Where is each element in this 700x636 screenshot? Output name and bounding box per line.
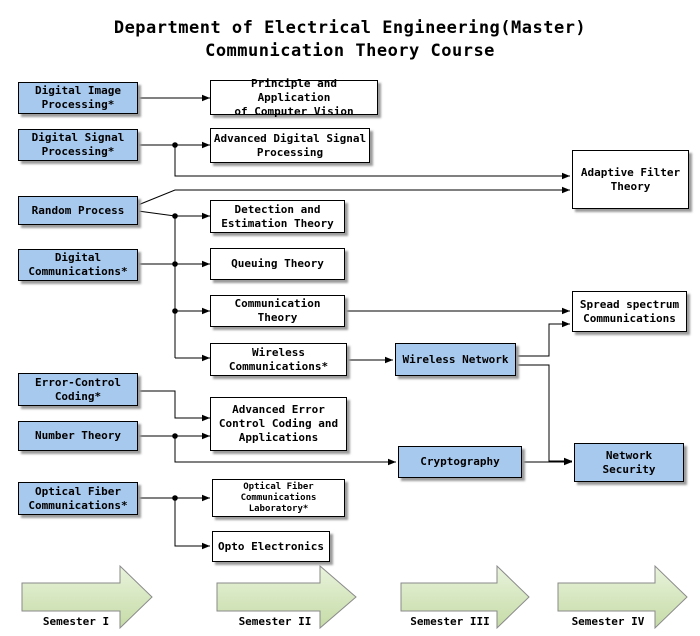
connector-ecc-to-adv-ecc bbox=[138, 390, 210, 422]
semester-arrow-2 bbox=[216, 564, 357, 630]
box-random-process: Random Process bbox=[18, 196, 138, 225]
junction-dot bbox=[172, 142, 178, 148]
box-digital-communications: Digital Communications* bbox=[18, 249, 138, 281]
connector-network-to-spread bbox=[516, 320, 570, 357]
connector-optical-to-opto bbox=[174, 498, 210, 550]
box-digital-image-processing: Digital Image Processing* bbox=[18, 82, 138, 114]
connector-dsp-to-adaptive bbox=[174, 145, 570, 180]
box-adaptive-filter: Adaptive Filter Theory bbox=[572, 150, 689, 209]
semester-arrow-4 bbox=[557, 564, 688, 630]
junction-dot bbox=[172, 308, 178, 314]
semester-label-4: Semester IV bbox=[571, 615, 645, 628]
box-optical-fiber-communications: Optical Fiber Communications* bbox=[18, 482, 138, 515]
box-computer-vision: Principle and Application of Computer Vi… bbox=[210, 77, 378, 118]
connector-random-to-bus bbox=[137, 210, 176, 217]
junction-dot bbox=[172, 261, 178, 267]
box-optical-fiber-lab: Optical Fiber Communications Laboratory* bbox=[212, 479, 345, 517]
box-error-control-coding: Error-Control Coding* bbox=[18, 373, 138, 406]
connector-random-to-adaptive bbox=[137, 186, 570, 206]
junction-dot bbox=[172, 433, 178, 439]
box-opto-electronics: Opto Electronics bbox=[212, 531, 330, 562]
box-advanced-dsp: Advanced Digital Signal Processing bbox=[210, 128, 370, 163]
semester-label-3: Semester III bbox=[410, 615, 490, 628]
box-wireless-communications: Wireless Communications* bbox=[210, 343, 347, 376]
box-spread-spectrum: Spread spectrum Communications bbox=[572, 291, 687, 332]
connector-network-to-security bbox=[516, 364, 572, 465]
box-network-security: Network Security bbox=[574, 443, 684, 482]
diagram-title: Department of Electrical Engineering(Mas… bbox=[113, 18, 587, 38]
box-wireless-network: Wireless Network bbox=[395, 343, 516, 376]
box-queuing-theory: Queuing Theory bbox=[210, 248, 345, 280]
box-digital-signal-processing: Digital Signal Processing* bbox=[18, 129, 138, 161]
box-advanced-error-control: Advanced Error Control Coding and Applic… bbox=[210, 397, 347, 451]
semester-arrow-1 bbox=[21, 564, 153, 630]
semester-label-2: Semester II bbox=[238, 615, 312, 628]
box-communication-theory: Communication Theory bbox=[210, 295, 345, 327]
connector-number-to-crypto bbox=[174, 436, 396, 466]
diagram-subtitle: Communication Theory Course bbox=[205, 41, 495, 61]
box-cryptography: Cryptography bbox=[398, 446, 522, 478]
semester-label-1: Semester I bbox=[42, 615, 110, 628]
junction-dot bbox=[172, 495, 178, 501]
semester-arrow-3 bbox=[400, 564, 530, 630]
box-detection-estimation: Detection and Estimation Theory bbox=[210, 200, 345, 233]
junction-dot bbox=[172, 213, 178, 219]
box-number-theory: Number Theory bbox=[18, 421, 138, 451]
